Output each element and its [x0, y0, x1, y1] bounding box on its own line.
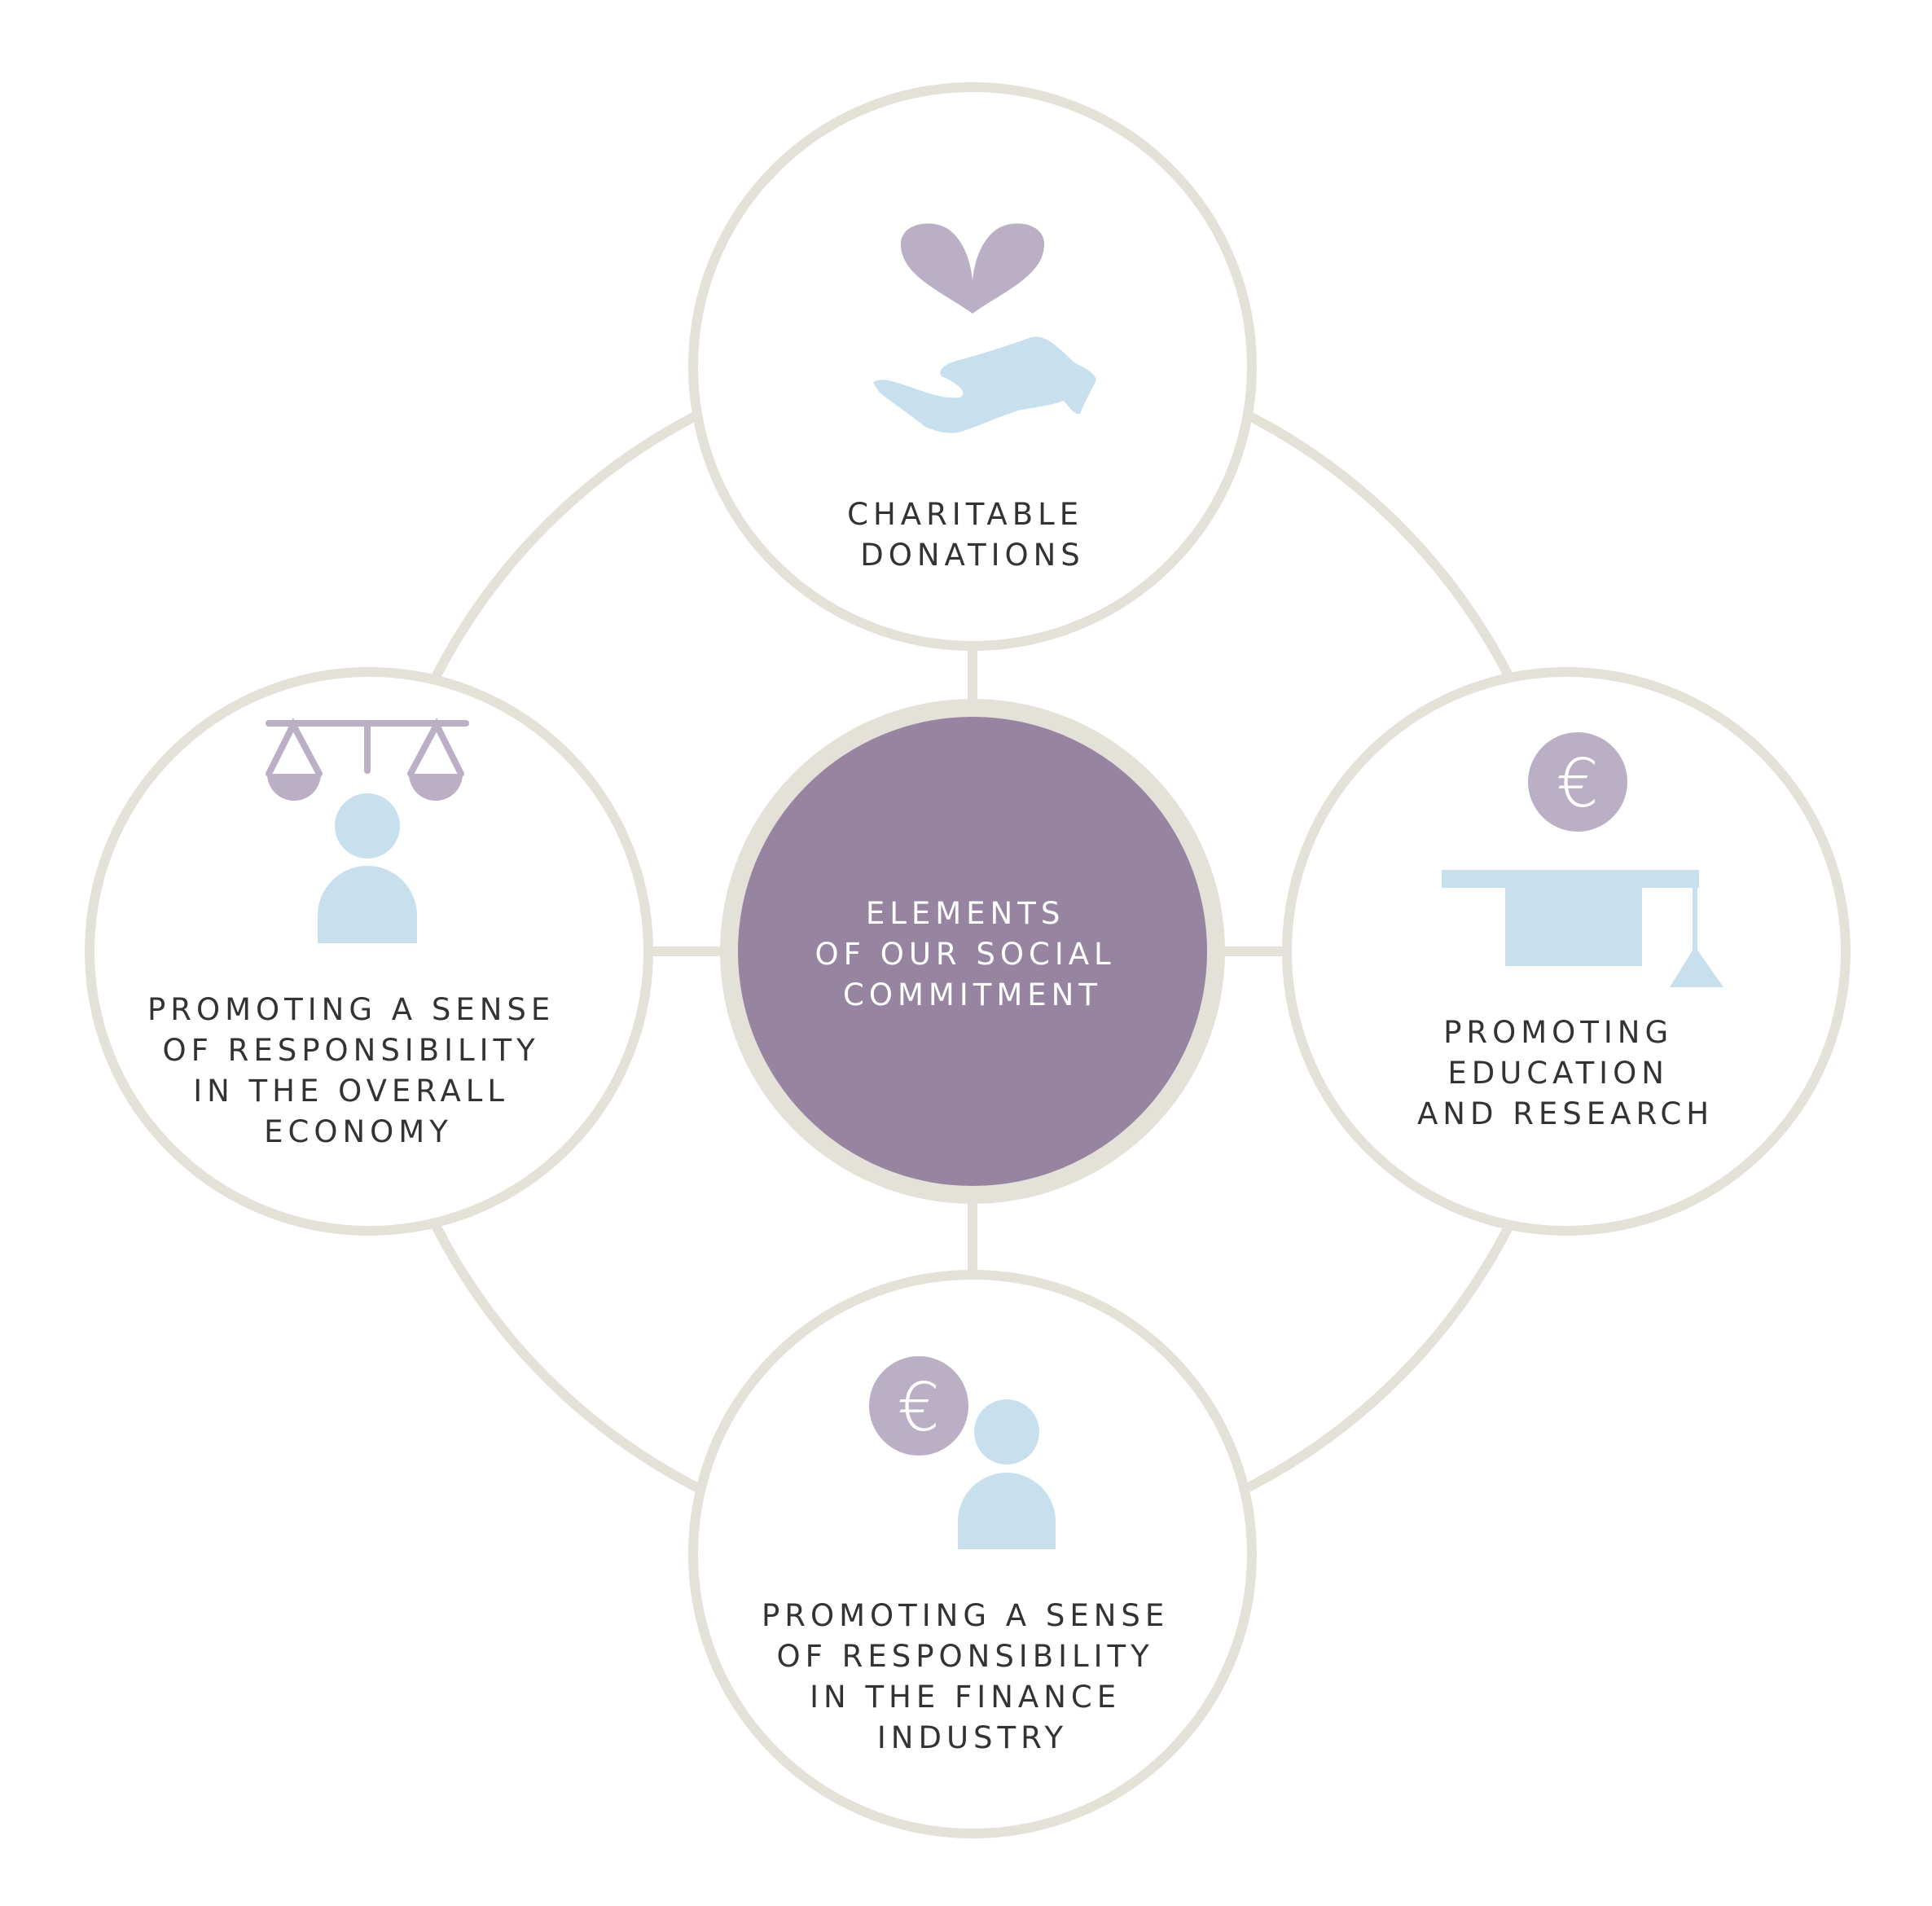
- node-circle-left: [85, 667, 653, 1236]
- node-circle-bottom: [688, 1270, 1257, 1838]
- node-label-right: PROMOTING EDUCATION AND RESEARCH: [1417, 1015, 1714, 1131]
- person-head: [335, 793, 400, 859]
- node-label-left: PROMOTING A SENSE OF RESPONSIBILITY IN T…: [147, 992, 569, 1149]
- center-label: ELEMENTS OF OUR SOCIAL COMMITMENT: [815, 896, 1131, 1012]
- scale-pan-right: [409, 774, 463, 801]
- open-hand-shape: [873, 336, 1096, 433]
- heart-shape: [900, 223, 1045, 314]
- node-label-top: CHARITABLE DONATIONS: [847, 497, 1098, 573]
- cap-board: [1442, 870, 1699, 888]
- euro-coin: [869, 1356, 968, 1456]
- euro-glyph: €: [898, 1369, 940, 1447]
- cap-base: [1505, 886, 1642, 966]
- heart-hand-icon: [873, 223, 1096, 433]
- node-label-bottom: PROMOTING A SENSE OF RESPONSIBILITY IN T…: [762, 1598, 1183, 1755]
- cap-tassel-cord: [1693, 870, 1697, 950]
- person-body: [958, 1473, 1056, 1549]
- person-head: [974, 1399, 1039, 1465]
- connector-spokes: [650, 643, 1285, 1271]
- euro-coin: [1528, 732, 1627, 832]
- cap-tassel: [1670, 946, 1723, 987]
- euro-person-icon: €: [869, 1356, 1056, 1549]
- euro-graduation-cap-icon: €: [1442, 732, 1723, 987]
- center-circle: [738, 717, 1207, 1186]
- euro-glyph: €: [1557, 745, 1599, 823]
- person-body: [318, 866, 417, 943]
- scales-person-icon: [266, 718, 469, 943]
- scale-pan-left: [267, 774, 321, 801]
- scales-icon: [266, 718, 469, 777]
